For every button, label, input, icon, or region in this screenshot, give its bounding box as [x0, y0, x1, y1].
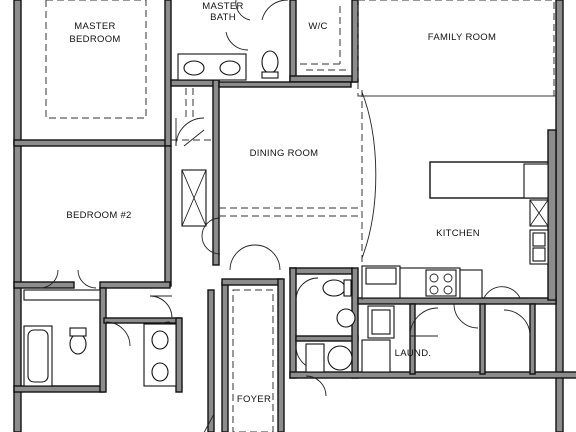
wic-label: W/C — [308, 21, 327, 32]
master-bedroom-label-line2: BEDROOM — [69, 34, 120, 45]
master-toilet-bowl — [261, 50, 279, 74]
bath2-sink-bottom — [151, 362, 169, 382]
master-toilet-tank — [261, 71, 279, 79]
master-bedroom-label-line1: MASTER — [74, 21, 115, 32]
water-heater — [327, 345, 353, 371]
dishwasher — [365, 267, 397, 285]
powder-toilet-bowl — [322, 279, 346, 297]
range — [425, 269, 457, 297]
bath2-sink-top — [151, 330, 169, 350]
bedroom2-closet-shelf — [23, 289, 101, 301]
dashed-lines — [45, 0, 556, 432]
master-bath-label-line1: MASTER — [202, 1, 243, 12]
powder-sink — [336, 308, 356, 328]
laundry-label: LAUND. — [395, 348, 432, 359]
kitchen-counter-right — [459, 269, 483, 299]
kitchen-label: KITCHEN — [436, 228, 480, 239]
bathtub-inner — [27, 329, 49, 383]
walls — [13, 0, 576, 432]
laundry-sink-basin — [371, 309, 391, 335]
bath2-toilet-tank — [69, 327, 87, 337]
powder-cabinet — [305, 343, 325, 373]
master-sink-left — [183, 60, 205, 76]
bedroom-2-label: BEDROOM #2 — [66, 210, 131, 221]
washer — [361, 339, 391, 373]
foyer-label: FOYER — [237, 394, 271, 405]
room-labels: MASTER BEDROOM MASTER BATH W/C FAMILY RO… — [66, 1, 496, 405]
dining-room-label: DINING ROOM — [250, 148, 319, 159]
kitchen-sink-basin-2 — [532, 247, 546, 262]
family-room-label: FAMILY ROOM — [428, 32, 496, 43]
bath2-toilet-bowl — [69, 333, 87, 355]
powder-toilet-tank — [343, 279, 352, 297]
master-bath-label-line2: BATH — [210, 12, 236, 23]
fixtures — [23, 50, 549, 387]
kitchen-sink-basin-1 — [532, 232, 546, 247]
master-sink-right — [219, 60, 241, 76]
pantry — [523, 163, 549, 199]
